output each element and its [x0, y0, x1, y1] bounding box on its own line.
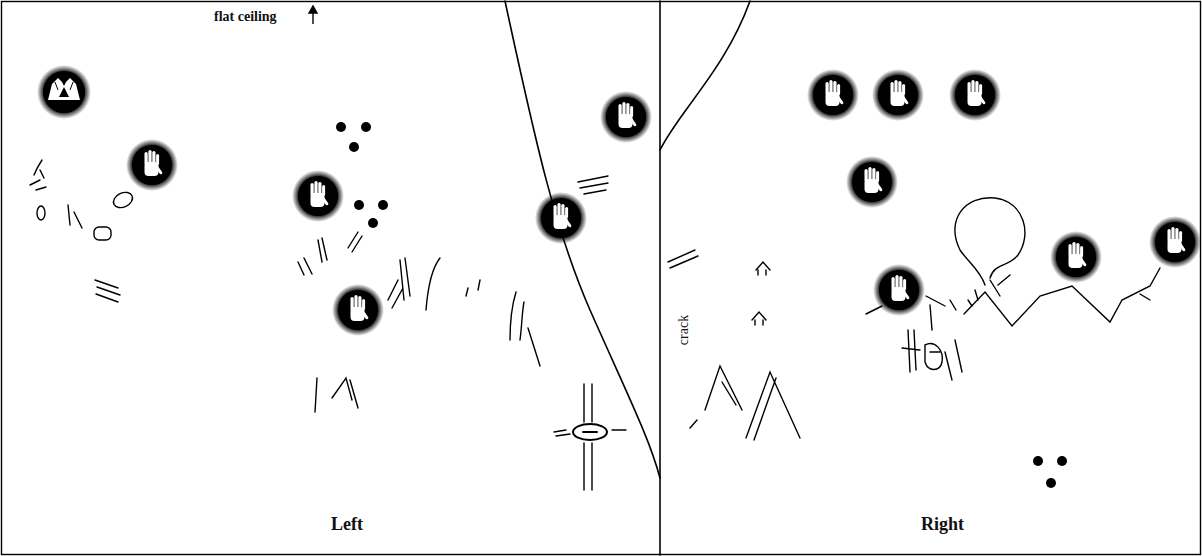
rock-art-stroke — [354, 200, 364, 210]
rock-art-stroke — [43, 71, 85, 113]
rock-art-stroke — [37, 65, 91, 119]
rock-art-stroke — [584, 384, 592, 490]
rock-art-stroke — [902, 330, 920, 372]
pictograph-strokes — [30, 160, 1160, 490]
rock-art-stroke — [332, 284, 384, 336]
rock-art-stroke — [37, 206, 45, 220]
rock-art-stroke — [48, 78, 80, 100]
rock-art-stroke — [466, 280, 480, 296]
rock-art-stroke — [925, 344, 942, 370]
rock-art-stroke — [1050, 231, 1102, 283]
rock-art-stroke — [426, 258, 440, 310]
rock-art-stroke — [336, 122, 346, 132]
rock-art-stroke — [95, 280, 120, 302]
rock-art-stroke — [368, 218, 378, 228]
rock-art-stroke — [583, 431, 597, 433]
rock-art-stroke — [752, 262, 770, 325]
rock-art-stroke — [94, 227, 111, 240]
rock-art-stroke — [30, 170, 46, 190]
rock-art-stroke — [807, 69, 859, 121]
rock-art-stroke — [930, 340, 962, 380]
rock-art-stroke — [873, 264, 925, 316]
rock-art-stroke — [1046, 478, 1056, 488]
panel-label: Right — [921, 514, 964, 535]
rock-art-stroke — [388, 258, 410, 308]
paired-hands-stencil — [37, 65, 91, 119]
panel-label: Left — [331, 514, 363, 535]
rock-art-stroke — [1149, 216, 1201, 268]
rock-art-stroke — [55, 82, 73, 90]
rock-art-stroke — [68, 205, 82, 228]
rock-art-stroke — [535, 192, 587, 244]
rock-art-stroke — [349, 142, 359, 152]
rock-art-stroke — [660, 1, 750, 150]
crack-label: crack — [676, 315, 692, 345]
rock-art-stroke — [964, 268, 1160, 326]
rock-art-stroke — [59, 87, 69, 97]
rock-art-stroke — [1057, 456, 1067, 466]
rock-art-stroke — [668, 250, 698, 268]
dot-triads — [336, 122, 1067, 488]
rock-art-stroke — [866, 296, 956, 330]
rock-art-stroke — [846, 156, 898, 208]
rock-art-stroke — [998, 275, 1150, 300]
rock-art-stroke — [361, 122, 371, 132]
rock-art-stroke — [600, 91, 652, 143]
rock-art-stroke — [872, 69, 924, 121]
rock-art-stroke — [659, 1, 661, 555]
rock-art-stroke — [578, 176, 608, 194]
rock-art-stroke — [505, 1, 660, 478]
hand-stencils — [126, 69, 1201, 336]
rock-art-stroke — [690, 366, 800, 440]
rock-art-stroke — [573, 424, 607, 440]
rock-art-stroke — [949, 69, 1001, 121]
rock-art-stroke — [554, 430, 626, 436]
rock-art-stroke — [510, 292, 540, 366]
ceiling-note: flat ceiling — [214, 9, 277, 25]
rock-art-stroke — [111, 189, 135, 210]
rock-art-stroke — [126, 139, 178, 191]
rock-art-stroke — [309, 6, 317, 13]
ceiling-arrow — [309, 6, 317, 24]
rock-art-stroke — [955, 198, 1025, 285]
rock-art-stroke — [292, 170, 344, 222]
rock-art-stroke — [298, 232, 362, 275]
rock-art-stroke — [378, 200, 388, 210]
rock-art-stroke — [1033, 456, 1043, 466]
rock-art-stroke — [315, 378, 358, 412]
